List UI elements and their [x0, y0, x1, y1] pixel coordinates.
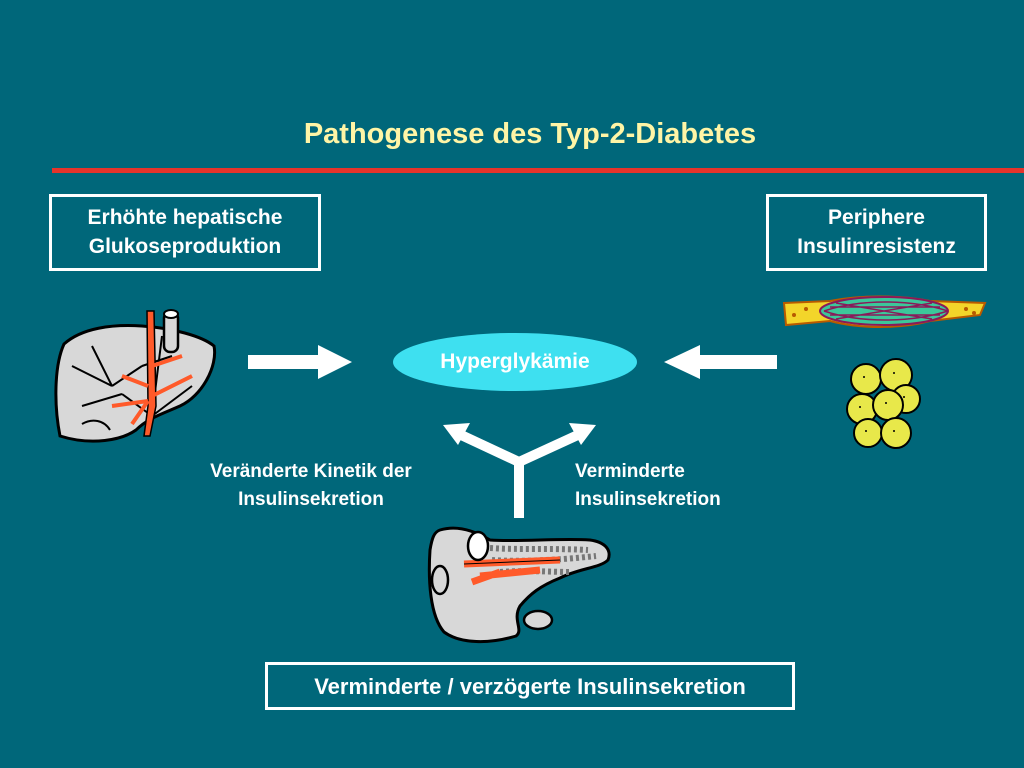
- hepatic-glucose-box: Erhöhte hepatische Glukoseproduktion: [49, 194, 321, 271]
- delayed-secretion-box: Verminderte / verzögerte Insulinsekretio…: [265, 662, 795, 710]
- altered-kinetics-line2: Insulinsekretion: [238, 489, 384, 510]
- insulin-resistance-line2: Insulinresistenz: [797, 235, 956, 258]
- altered-kinetics-caption: Veränderte Kinetik der Insulinsekretion: [180, 458, 442, 514]
- hyperglycemia-ellipse: Hyperglykämie: [393, 333, 637, 391]
- hepatic-glucose-line1: Erhöhte hepatische: [87, 206, 283, 229]
- insulin-resistance-line1: Periphere: [828, 206, 925, 229]
- reduced-secretion-line2: Insulinsekretion: [575, 489, 721, 510]
- arrow-right-icon: [248, 345, 352, 379]
- muscle-fiber-illustration: [782, 295, 987, 328]
- arrow-left-icon: [664, 345, 777, 379]
- title-divider: [52, 168, 1024, 173]
- slide-title: Pathogenese des Typ-2-Diabetes: [303, 118, 757, 150]
- insulin-resistance-box: Periphere Insulinresistenz: [766, 194, 987, 271]
- pancreas-illustration: [427, 526, 611, 644]
- reduced-secretion-line1: Verminderte: [575, 461, 685, 482]
- altered-kinetics-line1: Veränderte Kinetik der: [210, 461, 412, 482]
- fat-cells-illustration: [846, 358, 921, 449]
- liver-illustration: [54, 309, 217, 443]
- hepatic-glucose-line2: Glukoseproduktion: [88, 235, 282, 258]
- y-arrow-icon: [456, 429, 583, 518]
- reduced-secretion-caption: Verminderte Insulinsekretion: [575, 458, 775, 514]
